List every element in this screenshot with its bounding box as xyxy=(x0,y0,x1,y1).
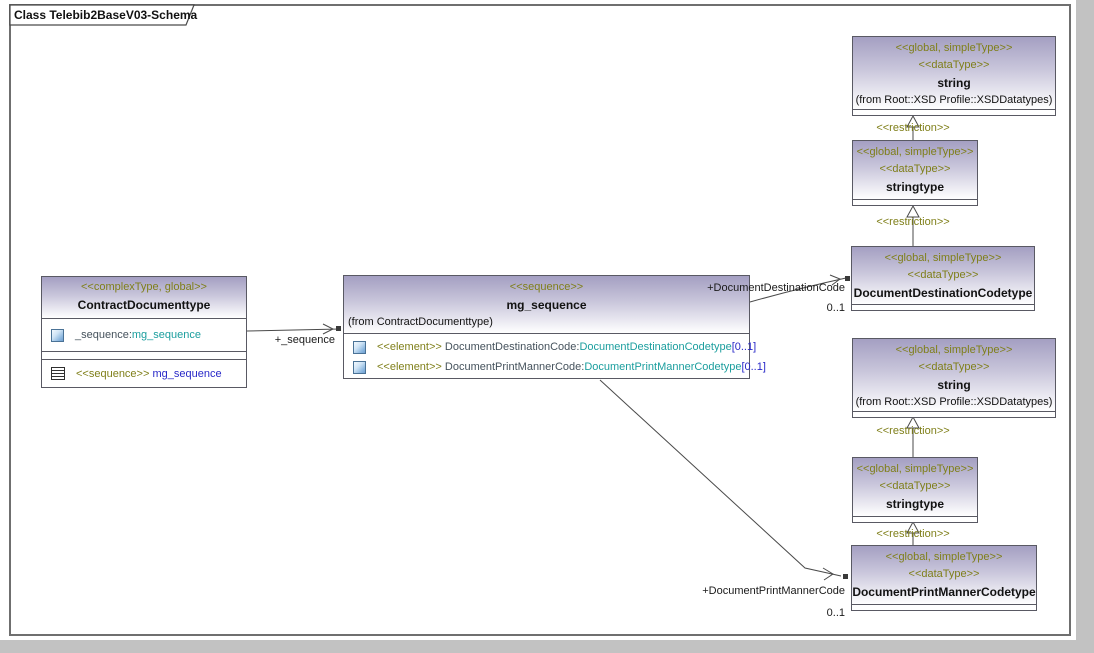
class-stereotype: <<global, simpleType>> xyxy=(856,146,974,158)
class-contractdocumenttype[interactable]: <<complexType, global>> ContractDocument… xyxy=(41,276,247,388)
restriction-label: <<restriction>> xyxy=(876,528,950,540)
class-stereotype: <<global, simpleType>> xyxy=(856,463,974,475)
class-stereotype: <<dataType>> xyxy=(918,361,990,373)
class-name: stringtype xyxy=(885,180,944,194)
operations-compartment: <<sequence>> mg_sequence xyxy=(42,359,246,387)
attributes-compartment: <<element>> DocumentDestinationCode:Docu… xyxy=(344,333,766,378)
class-stereotype: <<dataType>> xyxy=(879,480,951,492)
anchor-diamond-icon xyxy=(845,276,850,281)
empty-compartment xyxy=(852,304,1034,310)
anchor-diamond-icon xyxy=(843,574,848,579)
empty-compartment xyxy=(853,411,1055,417)
class-from: (from ContractDocumenttype) xyxy=(348,316,493,328)
class-name: mg_sequence xyxy=(506,298,587,312)
generalization-triangle-icon xyxy=(906,204,920,218)
class-stereotype: <<global, simpleType>> xyxy=(885,551,1003,563)
association-sequence-line[interactable] xyxy=(246,328,341,332)
restriction-label: <<restriction>> xyxy=(876,216,950,228)
class-from: (from Root::XSD Profile::XSDDatatypes) xyxy=(855,396,1053,408)
empty-compartment xyxy=(852,604,1036,610)
diagram-frame xyxy=(9,4,1071,636)
open-arrow-icon xyxy=(829,274,842,286)
class-mg-sequence[interactable]: <<sequence>> mg_sequence (from ContractD… xyxy=(343,275,766,379)
class-stereotype: <<dataType>> xyxy=(879,163,951,175)
generalization-triangle-icon xyxy=(906,114,920,128)
restriction-label: <<restriction>> xyxy=(876,425,950,437)
class-stereotype: <<global, simpleType>> xyxy=(895,344,1013,356)
anchor-diamond-icon xyxy=(336,326,341,331)
attributes-compartment: _sequence:mg_sequence xyxy=(42,318,246,351)
class-stereotype: <<global, simpleType>> xyxy=(884,252,1002,264)
attribute-icon xyxy=(353,340,366,354)
open-arrow-icon xyxy=(322,323,335,335)
multiplicity-printmanner: 0..1 xyxy=(826,607,845,619)
class-name: stringtype xyxy=(885,497,944,511)
class-from: (from Root::XSD Profile::XSDDatatypes) xyxy=(855,94,1053,106)
class-stereotype: <<dataType>> xyxy=(907,269,979,281)
class-name: DocumentDestinationCodetype xyxy=(853,286,1033,300)
class-stereotype: <<complexType, global>> xyxy=(81,281,207,293)
class-name: string xyxy=(937,378,971,392)
attribute-icon xyxy=(353,360,366,374)
class-string-2[interactable]: <<global, simpleType>> <<dataType>> stri… xyxy=(852,338,1056,418)
operation-text: <<sequence>> mg_sequence xyxy=(76,367,222,380)
restriction-label: <<restriction>> xyxy=(876,122,950,134)
class-name: ContractDocumenttype xyxy=(77,298,211,312)
sequence-icon xyxy=(51,367,65,380)
class-stereotype: <<dataType>> xyxy=(918,59,990,71)
class-string-1[interactable]: <<global, simpleType>> <<dataType>> stri… xyxy=(852,36,1056,116)
multiplicity-destination: 0..1 xyxy=(826,302,845,314)
class-stereotype: <<sequence>> xyxy=(509,281,584,293)
class-name: DocumentPrintMannerCodetype xyxy=(852,585,1036,599)
class-documentprintmannercodetype[interactable]: <<global, simpleType>> <<dataType>> Docu… xyxy=(851,545,1037,611)
class-name: string xyxy=(937,76,971,90)
class-stereotype: <<global, simpleType>> xyxy=(895,42,1013,54)
empty-compartment xyxy=(42,351,246,359)
association-destination-line[interactable] xyxy=(749,277,847,303)
class-stringtype-2[interactable]: <<global, simpleType>> <<dataType>> stri… xyxy=(852,457,978,523)
association-label-printmanner: +DocumentPrintMannerCode xyxy=(702,585,845,597)
open-arrow-icon xyxy=(822,567,834,581)
association-label-sequence: +_sequence xyxy=(274,334,335,346)
attribute-icon xyxy=(51,328,64,342)
empty-compartment xyxy=(853,109,1055,115)
attribute-text: _sequence:mg_sequence xyxy=(75,329,201,341)
class-stereotype: <<dataType>> xyxy=(908,568,980,580)
association-printmanner-line[interactable] xyxy=(599,379,842,577)
frame-tab xyxy=(9,4,195,26)
empty-compartment xyxy=(853,199,977,205)
element-row: <<element>> DocumentPrintMannerCode:Docu… xyxy=(377,361,766,373)
class-stringtype-1[interactable]: <<global, simpleType>> <<dataType>> stri… xyxy=(852,140,978,206)
generalization-triangle-icon xyxy=(906,520,920,534)
frame-title: Class Telebib2BaseV03-Schema xyxy=(14,8,198,22)
generalization-triangle-icon xyxy=(906,415,920,429)
empty-compartment xyxy=(853,516,977,522)
element-row: <<element>> DocumentDestinationCode:Docu… xyxy=(377,341,757,353)
class-documentdestinationcodetype[interactable]: <<global, simpleType>> <<dataType>> Docu… xyxy=(851,246,1035,311)
association-label-destination: +DocumentDestinationCode xyxy=(707,282,845,294)
